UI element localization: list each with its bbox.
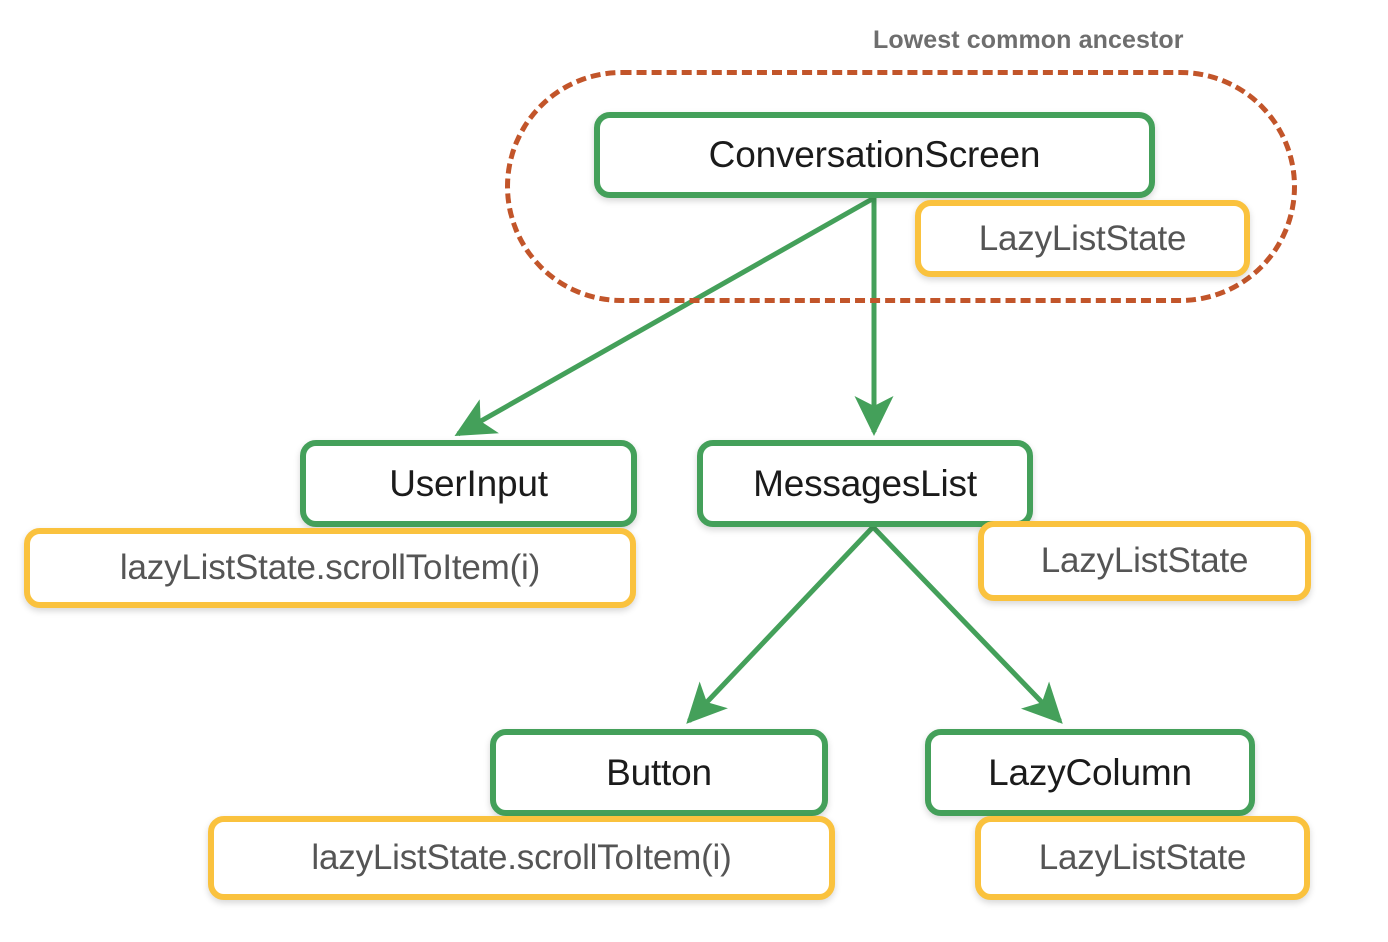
badge-lazy-column-state[interactable]: LazyListState xyxy=(975,816,1310,900)
node-messages-list[interactable]: MessagesList xyxy=(697,440,1033,527)
badge-conversation-screen-state[interactable]: LazyListState xyxy=(915,200,1250,277)
badge-user-input-scroll-call[interactable]: lazyListState.scrollToItem(i) xyxy=(24,528,636,608)
node-conversation-screen[interactable]: ConversationScreen xyxy=(594,112,1155,198)
node-user-input[interactable]: UserInput xyxy=(300,440,637,527)
badge-messages-list-state[interactable]: LazyListState xyxy=(978,521,1311,601)
lowest-common-ancestor-label: Lowest common ancestor xyxy=(873,26,1184,54)
badge-button-scroll-call[interactable]: lazyListState.scrollToItem(i) xyxy=(208,816,835,900)
node-lazy-column[interactable]: LazyColumn xyxy=(925,729,1255,816)
lowest-common-ancestor-group xyxy=(505,70,1297,303)
edge-messages-list-to-button xyxy=(686,525,875,724)
node-button[interactable]: Button xyxy=(490,729,828,816)
